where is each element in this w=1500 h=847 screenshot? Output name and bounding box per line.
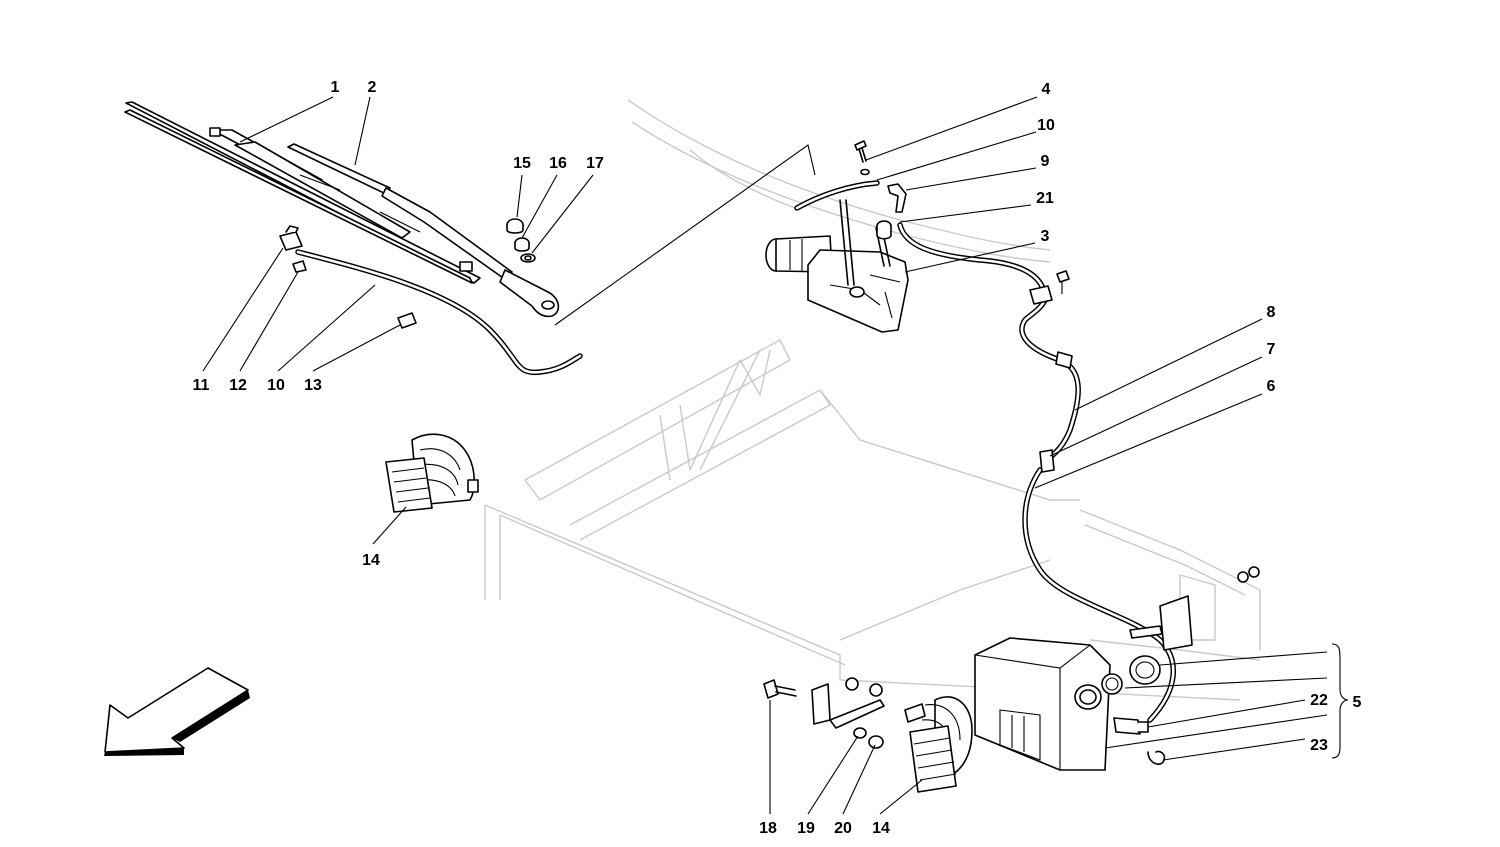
callout-3: 3	[1041, 228, 1050, 245]
clip-23	[1147, 750, 1166, 765]
washer-17	[520, 253, 536, 263]
callout-22: 22	[1310, 692, 1328, 709]
callout-2: 2	[368, 79, 377, 96]
washer-hose-8	[897, 222, 1176, 723]
wiper-motor	[765, 199, 909, 333]
callout-6: 6	[1267, 378, 1276, 395]
bolt-18	[763, 679, 797, 699]
callout-10-right: 10	[1037, 117, 1055, 134]
seal-ring	[1101, 673, 1123, 695]
clip-13	[397, 312, 417, 329]
nut-16	[514, 237, 530, 252]
callout-14-left: 14	[362, 552, 380, 569]
callout-4: 4	[1042, 81, 1051, 98]
bracket-6	[1129, 566, 1260, 651]
hose-clip	[1029, 285, 1073, 369]
callout-21: 21	[1036, 190, 1054, 207]
callout-10-left: 10	[267, 377, 285, 394]
bracket-19	[811, 683, 885, 739]
connector-11	[279, 225, 303, 251]
callout-23: 23	[1310, 737, 1328, 754]
connector-7	[1039, 449, 1055, 473]
callout-labels: 1 2 15 16 17 11 12 10 13 4 10 9 21 3 8 7…	[193, 79, 1362, 837]
callout-17: 17	[586, 155, 604, 172]
callout-7: 7	[1267, 341, 1276, 358]
callout-15: 15	[513, 155, 531, 172]
horn-left	[385, 433, 479, 513]
filler-cap	[1129, 655, 1161, 685]
callout-18: 18	[759, 820, 777, 837]
callout-9: 9	[1041, 153, 1050, 170]
callout-19: 19	[797, 820, 815, 837]
callout-13: 13	[304, 377, 322, 394]
nut-cap-15	[506, 218, 524, 234]
washer-reservoir	[974, 637, 1111, 771]
callout-1: 1	[331, 79, 340, 96]
body-outline-ghost	[484, 99, 1261, 701]
screw-small	[1056, 270, 1070, 294]
wiper-hose-10	[295, 249, 583, 376]
wiper-blade	[124, 101, 481, 284]
callout-14-right: 14	[872, 820, 890, 837]
callout-12: 12	[229, 377, 247, 394]
horn-right	[904, 696, 973, 793]
bolt-4	[854, 140, 870, 176]
callout-20: 20	[834, 820, 852, 837]
washer-hose-motor-10	[794, 180, 880, 211]
clip-12	[292, 260, 307, 273]
grommet-21	[876, 220, 892, 240]
callout-11: 11	[193, 377, 210, 394]
wiper-arm	[287, 143, 560, 318]
nut-20	[845, 677, 884, 749]
elbow-9	[887, 183, 907, 213]
callout-5: 5	[1353, 694, 1362, 711]
leader-lines	[202, 96, 1349, 815]
callout-8: 8	[1267, 304, 1276, 321]
callout-16: 16	[549, 155, 567, 172]
pump-22	[1113, 717, 1149, 735]
direction-arrow	[104, 667, 250, 756]
